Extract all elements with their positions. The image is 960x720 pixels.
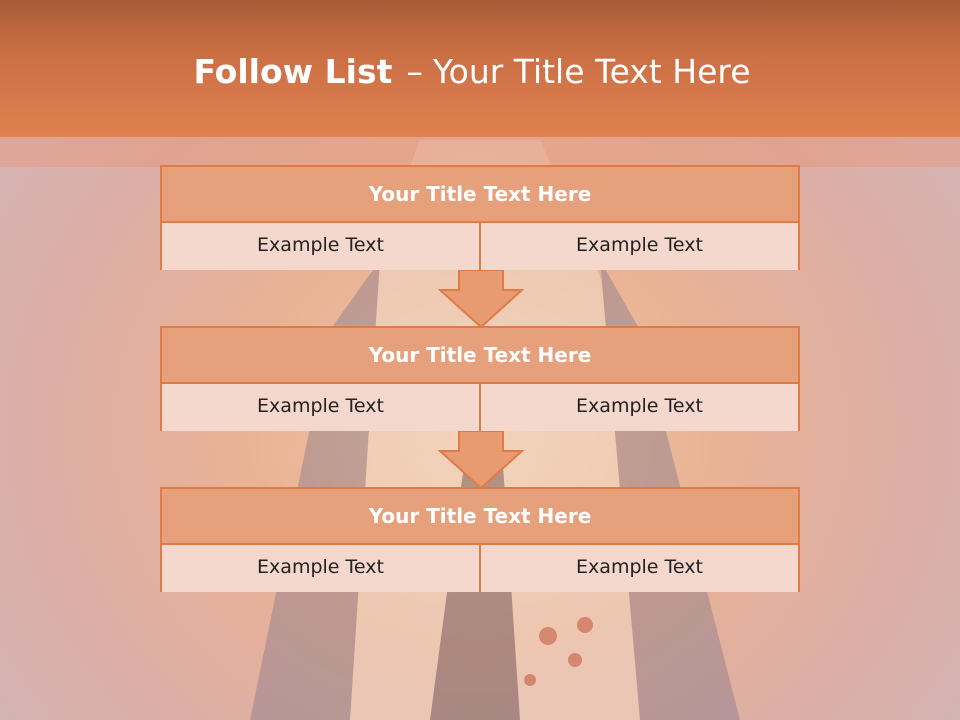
down-arrow-icon — [438, 431, 524, 489]
block-title: Your Title Text Here — [162, 489, 798, 545]
block-cell-right: Example Text — [479, 223, 798, 270]
block-cell-right: Example Text — [479, 384, 798, 431]
slide-title: Follow List–Your Title Text Here — [0, 52, 944, 91]
block-cell-left: Example Text — [162, 545, 479, 592]
block-cell-right: Example Text — [479, 545, 798, 592]
block-cell-left: Example Text — [162, 223, 479, 270]
block-row: Example Text Example Text — [162, 545, 798, 592]
header-bar — [0, 0, 960, 137]
slide-title-separator: – — [406, 52, 423, 91]
block-row: Example Text Example Text — [162, 384, 798, 431]
block-cell-left: Example Text — [162, 384, 479, 431]
down-arrow-icon — [438, 270, 524, 328]
follow-block-3: Your Title Text Here Example Text Exampl… — [160, 487, 800, 592]
block-title: Your Title Text Here — [162, 167, 798, 223]
block-row: Example Text Example Text — [162, 223, 798, 270]
block-title: Your Title Text Here — [162, 328, 798, 384]
follow-block-1: Your Title Text Here Example Text Exampl… — [160, 165, 800, 270]
slide-title-bold: Follow List — [193, 52, 393, 91]
follow-block-2: Your Title Text Here Example Text Exampl… — [160, 326, 800, 431]
slide-title-rest: Your Title Text Here — [432, 52, 751, 91]
header-band — [0, 137, 960, 167]
